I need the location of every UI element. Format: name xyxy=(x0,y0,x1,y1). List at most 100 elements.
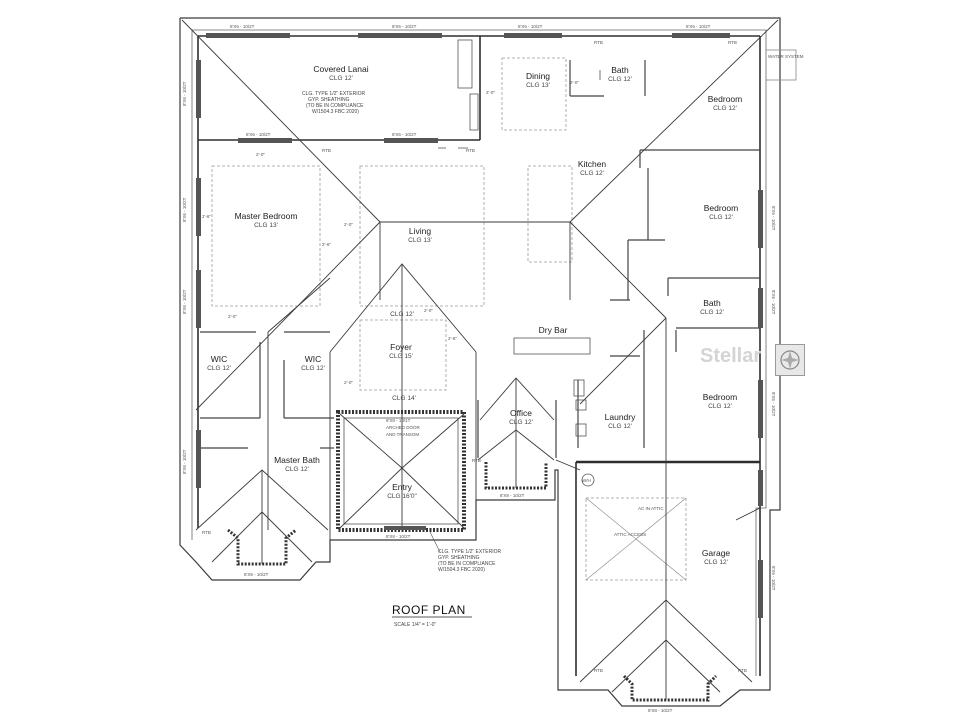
room-name-foyer: Foyer xyxy=(390,342,412,352)
room-name-dining: Dining xyxy=(526,71,550,81)
room-name-wic-2: WIC xyxy=(305,354,322,364)
room-ceiling-wic-1: CLG 12' xyxy=(207,365,231,372)
clg-label: CLG 14' xyxy=(392,395,416,402)
rtb-label: RTB xyxy=(472,458,481,463)
window-label: 8'X8 - 10/2T xyxy=(386,534,411,539)
note-line: (TO BE IN COMPLIANCE xyxy=(306,103,364,109)
rtb-label: RTB xyxy=(738,668,747,673)
rtb-label: RTB xyxy=(202,530,211,535)
watermark-logo xyxy=(775,344,805,376)
room-ceiling-bath-2: CLG 12' xyxy=(700,309,724,316)
room-name-bath-1: Bath xyxy=(611,65,629,75)
interior-walls xyxy=(200,60,760,458)
room-ceiling-covered-lanai: CLG 12' xyxy=(329,75,353,82)
room-name-covered-lanai: Covered Lanai xyxy=(313,64,368,74)
room-name-master-bedroom: Master Bedroom xyxy=(235,211,298,221)
drawing-scale: SCALE 1/4" = 1'-0" xyxy=(394,622,436,628)
roof-inner-outline xyxy=(192,29,767,676)
room-name-living: Living xyxy=(409,226,431,236)
rtb-label: RTB xyxy=(466,148,475,153)
room-ceiling-entry: CLG 16'0" xyxy=(387,493,417,500)
room-name-bath-2: Bath xyxy=(703,298,721,308)
ceiling-height-extra: CLG 12' CLG 14' xyxy=(390,311,416,402)
room-name-bedroom-2: Bedroom xyxy=(704,203,739,213)
window-label: 8'X6 - 10/2T xyxy=(230,24,255,29)
watermark-text: Stellar xyxy=(700,345,762,367)
room-name-wic-1: WIC xyxy=(211,354,228,364)
window-label: 8'X8 - 10/2T xyxy=(500,493,525,498)
room-ceiling-bedroom-2: CLG 12' xyxy=(709,214,733,221)
dimension-label: 2'-0" xyxy=(486,90,495,95)
watermark-icon xyxy=(780,350,800,370)
rtb-label: RTB xyxy=(594,40,603,45)
room-ceiling-laundry: CLG 12' xyxy=(608,423,632,430)
room-name-office: Office xyxy=(510,408,532,418)
room-ceiling-office: CLG 12' xyxy=(509,419,533,426)
entry-walls xyxy=(336,410,466,532)
window-label: 8'X6 - 10/2T xyxy=(771,290,776,315)
dimension-label: 2'-0" xyxy=(344,222,353,227)
note-line: CLG. TYPE 1/2" EXTERIOR xyxy=(438,549,501,555)
dimension-label: 2'-6" xyxy=(322,242,331,247)
ceiling-outlines xyxy=(211,57,687,581)
dimension-label: 2'-0" xyxy=(344,380,353,385)
note-line: CLG. TYPE 1/2" EXTERIOR xyxy=(302,91,365,97)
room-ceiling-kitchen: CLG 12' xyxy=(580,170,604,177)
window-label: 8'X6 - 10/2T xyxy=(392,24,417,29)
roof-hip-lines xyxy=(181,19,779,700)
lanai-note: CLG. TYPE 1/2" EXTERIOR GYP. SHEATHING (… xyxy=(302,91,365,115)
attic-access-label: ATTIC ACCESS xyxy=(614,532,646,537)
dimension-label: 2'-0" xyxy=(570,80,579,85)
dimension-annotations: 2'-0" 2'-6" 2'-6" 2'-0" 2'-0" 2'-0" 2'-0… xyxy=(202,80,579,385)
note-line: GYP. SHEATHING xyxy=(438,555,480,561)
window-label: 8'X6 - 10/2T xyxy=(518,24,543,29)
window-label: 8'X6 - 10/2T xyxy=(246,132,271,137)
rtb-annotations: RTB RTB RTB RTB RTB RTB RTB RTB W/H WATE… xyxy=(202,40,804,673)
window-label: 8'X6 - 10/2T xyxy=(392,132,417,137)
note-line: ARCHED DOOR xyxy=(386,425,421,430)
dimension-label: 2'-0" xyxy=(424,308,433,313)
room-ceiling-bedroom-3: CLG 12' xyxy=(708,403,732,410)
room-name-master-bath: Master Bath xyxy=(274,455,320,465)
windows xyxy=(196,33,763,618)
water-system-label: WATER SYSTEM xyxy=(768,54,804,59)
window-label: 8'X6 - 10/2T xyxy=(182,81,187,106)
window-label: 8'X6 - 10/2T xyxy=(686,24,711,29)
room-ceiling-dining: CLG 13' xyxy=(526,82,550,89)
entry-note: CLG. TYPE 1/2" EXTERIOR GYP. SHEATHING (… xyxy=(429,531,501,573)
room-name-bedroom-1: Bedroom xyxy=(708,94,743,104)
window-label: 8'X8 - 10/2T xyxy=(244,572,269,577)
window-label: 8'X6 - 10/2T xyxy=(182,197,187,222)
roof-outline xyxy=(179,17,781,707)
room-name-dry-bar: Dry Bar xyxy=(539,325,568,335)
note-line: W/1504.3 FBC 2020) xyxy=(438,567,485,573)
window-annotations: 8'X6 - 10/2T 8'X6 - 10/2T 8'X6 - 10/2T 8… xyxy=(182,24,776,713)
window-label: 8'X6 - 10/2T xyxy=(771,392,776,417)
note-line: AND TRANSOM xyxy=(386,432,419,437)
room-ceiling-foyer: CLG 15' xyxy=(389,353,413,360)
dimension-label: 2'-6" xyxy=(202,214,211,219)
room-ceiling-master-bath: CLG 12' xyxy=(285,466,309,473)
room-ceiling-bath-1: CLG 12' xyxy=(608,76,632,83)
window-label: 8'X6 - 10/2T xyxy=(182,289,187,314)
attic-label: AC IN ATTIC xyxy=(638,506,664,511)
fixtures xyxy=(438,39,797,487)
room-name-kitchen: Kitchen xyxy=(578,159,607,169)
attic-access-cross xyxy=(585,497,687,581)
room-name-bedroom-3: Bedroom xyxy=(703,392,738,402)
room-name-laundry: Laundry xyxy=(605,412,636,422)
rtb-label: RTB xyxy=(728,40,737,45)
dimension-label: 2'-0" xyxy=(228,314,237,319)
window-label: 8'X6 - 10/2T xyxy=(771,566,776,591)
water-heater-label: W/H xyxy=(582,478,591,483)
room-name-entry: Entry xyxy=(392,482,413,492)
room-ceiling-wic-2: CLG 12' xyxy=(301,365,325,372)
drawing-title: ROOF PLAN xyxy=(392,603,466,617)
clg-label: CLG 12' xyxy=(390,311,414,318)
rtb-label: RTB xyxy=(322,148,331,153)
room-ceiling-bedroom-1: CLG 12' xyxy=(713,105,737,112)
window-label: 8'X6 - 10/2T xyxy=(771,206,776,231)
door-note: 8'X8 - 10/1T ARCHED DOOR AND TRANSOM xyxy=(386,418,421,437)
